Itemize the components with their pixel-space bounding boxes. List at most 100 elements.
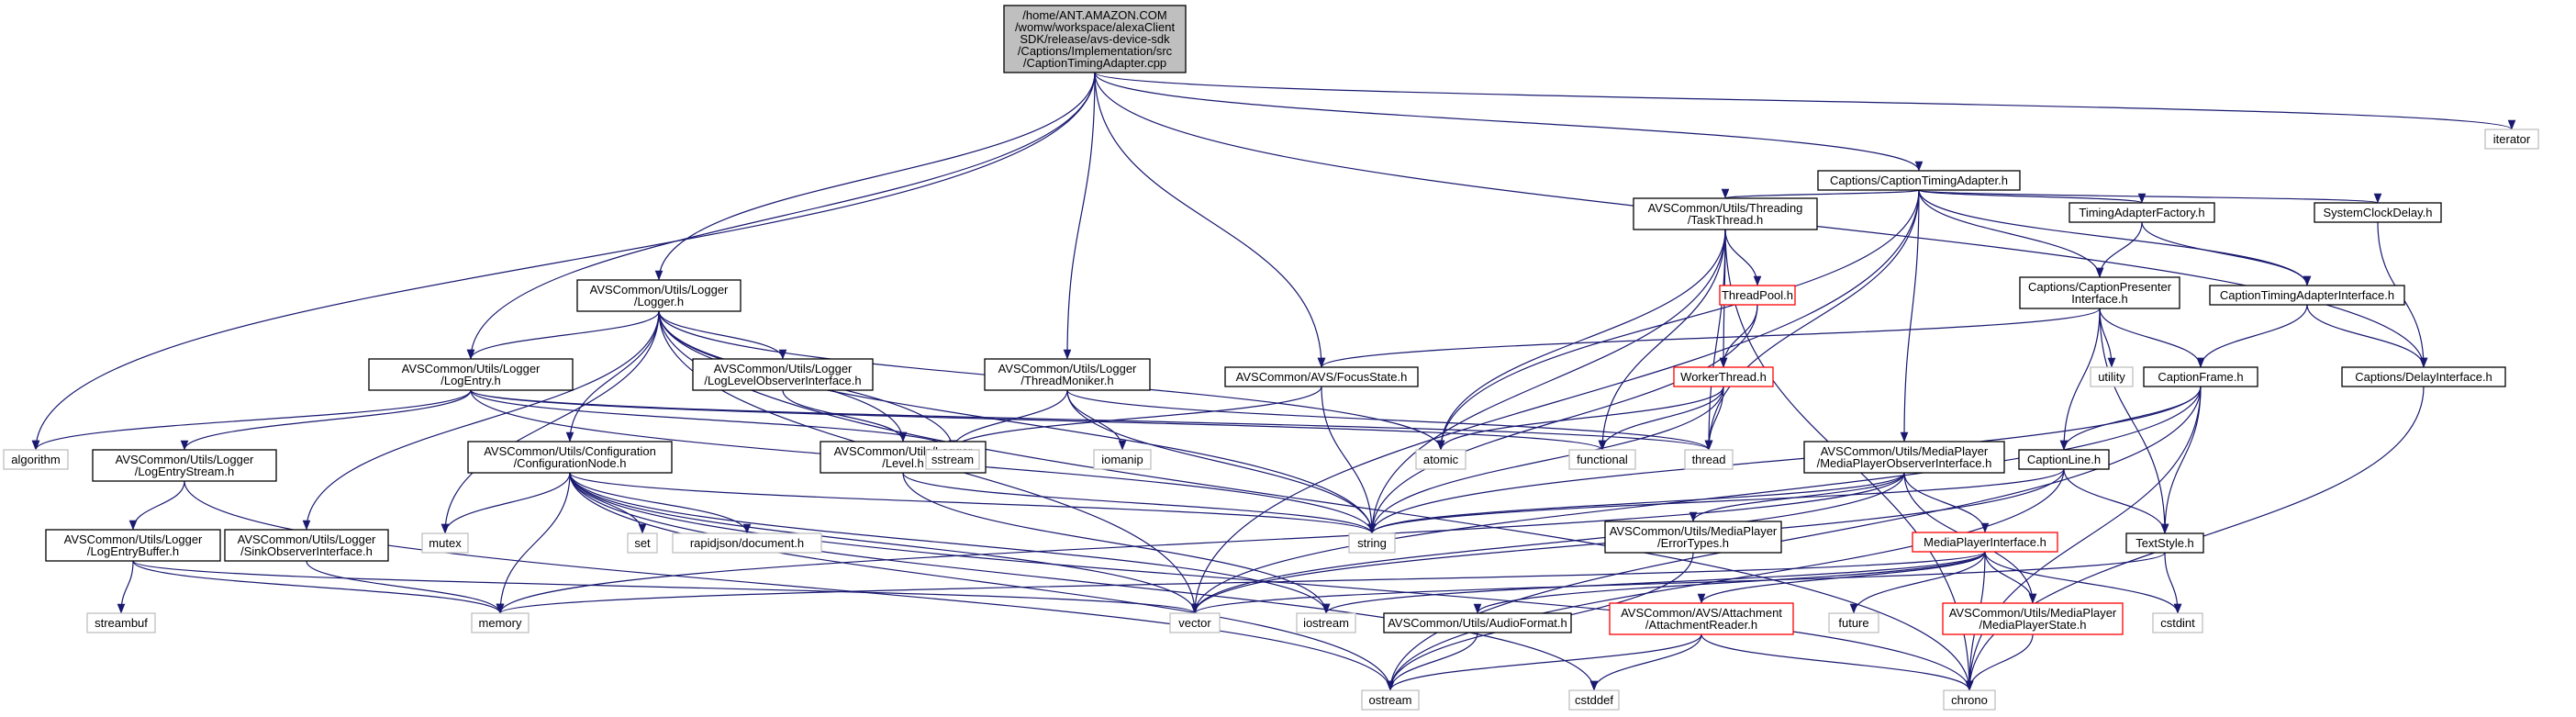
node-box xyxy=(2018,449,2110,470)
node-logentry[interactable]: AVSCommon/Utils/Logger/LogEntry.h xyxy=(368,358,574,391)
node-timingadapterfactory[interactable]: TimingAdapterFactory.h xyxy=(2069,202,2215,223)
node-label: /LogEntryStream.h xyxy=(135,465,234,478)
node-focusstate[interactable]: AVSCommon/AVS/FocusState.h xyxy=(1224,366,1419,387)
edge-workerthread-to-functional xyxy=(1598,386,1724,451)
node-box xyxy=(1633,197,1818,230)
node-label: AVSCommon/Utils/Logger xyxy=(998,362,1137,375)
edge-path xyxy=(132,560,1199,614)
node-label: /home/ANT.AMAZON.COM xyxy=(1022,8,1166,22)
node-memory: memory xyxy=(471,612,530,633)
node-taskthread[interactable]: AVSCommon/Utils/Threading/TaskThread.h xyxy=(1633,197,1818,230)
node-workerthread[interactable]: WorkerThread.h xyxy=(1673,366,1774,387)
node-algorithm: algorithm xyxy=(3,449,69,470)
edge-path xyxy=(184,480,1395,691)
edge-captiontimingadapter-to-thread xyxy=(1704,189,1920,451)
node-box xyxy=(925,449,980,470)
edge-path xyxy=(948,389,1068,451)
edge-threadmoniker-to-thread xyxy=(1066,389,1713,451)
node-label: /LogLevelObserverInterface.h xyxy=(704,374,861,387)
edge-path xyxy=(1436,386,1724,451)
edge-logger-to-logentry xyxy=(466,310,660,360)
node-label: cstdint xyxy=(2160,616,2195,630)
node-iterator: iterator xyxy=(2484,129,2539,150)
node-box xyxy=(1828,612,1879,633)
edge-root-to-captiontimingadapter xyxy=(1094,72,1924,172)
node-set: set xyxy=(627,532,658,554)
edge-path xyxy=(1367,386,1724,534)
node-label: Captions/CaptionTimingAdapter.h xyxy=(1830,174,2008,187)
node-audioformat[interactable]: AVSCommon/Utils/AudioFormat.h xyxy=(1383,612,1572,633)
node-loglevelobserver[interactable]: AVSCommon/Utils/Logger/LogLevelObserverI… xyxy=(692,358,874,391)
node-captiontimingadapter[interactable]: Captions/CaptionTimingAdapter.h xyxy=(1817,170,2021,191)
node-mpobserver[interactable]: AVSCommon/Utils/MediaPlayer/MediaPlayerO… xyxy=(1803,441,2005,474)
node-box xyxy=(2341,366,2506,387)
node-label: Captions/DelayInterface.h xyxy=(2355,370,2492,384)
node-box xyxy=(2209,285,2405,306)
node-systemclockdelay[interactable]: SystemClockDelay.h xyxy=(2314,202,2442,223)
node-label: iomanip xyxy=(1101,453,1143,466)
edge-mpinterface-to-iostream xyxy=(1321,551,1986,614)
node-label: iterator xyxy=(2493,132,2531,146)
node-delayinterface[interactable]: Captions/DelayInterface.h xyxy=(2341,366,2506,387)
node-logentrybuffer[interactable]: AVSCommon/Utils/Logger/LogEntryBuffer.h xyxy=(45,529,221,562)
node-configurationnode[interactable]: AVSCommon/Utils/Configuration/Configurat… xyxy=(467,441,673,474)
edge-path xyxy=(1918,189,2381,204)
edge-workerthread-to-thread xyxy=(1704,386,1724,451)
node-label: AVSCommon/AVS/FocusState.h xyxy=(1236,370,1408,384)
node-textstyle[interactable]: TextStyle.h xyxy=(2125,532,2204,554)
edge-path xyxy=(466,72,1096,360)
node-mpinterface[interactable]: MediaPlayerInterface.h xyxy=(1912,532,2058,553)
node-box xyxy=(1684,449,1734,470)
node-mpstate[interactable]: AVSCommon/Utils/MediaPlayer/MediaPlayerS… xyxy=(1942,602,2124,635)
edge-path xyxy=(902,472,1331,614)
node-box xyxy=(1568,689,1620,711)
node-label: sstream xyxy=(931,453,974,466)
node-captiontimingadapterinterface[interactable]: CaptionTimingAdapterInterface.h xyxy=(2209,285,2405,306)
edge-configurationnode-to-vector xyxy=(569,472,1199,614)
edge-mpinterface-to-mpstate xyxy=(1984,551,2037,604)
edge-path xyxy=(948,386,1322,451)
edge-logentrystream-to-ostream xyxy=(184,480,1395,691)
node-iostream: iostream xyxy=(1296,612,1356,633)
node-label: AVSCommon/AVS/Attachment xyxy=(1621,606,1782,620)
edge-path xyxy=(132,560,505,614)
edge-path xyxy=(1367,386,2202,534)
node-label: streambuf xyxy=(95,616,148,630)
edge-focusstate-to-string xyxy=(1321,386,1377,534)
edge-configurationnode-to-memory xyxy=(496,472,571,614)
node-label: SDK/release/avs-device-sdk xyxy=(1020,32,1170,46)
node-label: SystemClockDelay.h xyxy=(2324,206,2433,219)
edge-captiontimingadapter-to-systemclockdelay xyxy=(1918,189,2381,204)
node-root[interactable]: /home/ANT.AMAZON.COM/womw/workspace/alex… xyxy=(1003,5,1187,73)
node-box xyxy=(1912,532,2058,553)
node-label: AVSCommon/Utils/MediaPlayer xyxy=(1610,524,1778,538)
node-threadpool[interactable]: ThreadPool.h xyxy=(1719,285,1796,306)
node-sstream: sstream xyxy=(925,449,980,470)
node-label: algorithm xyxy=(11,453,60,466)
edge-path xyxy=(1094,72,1326,368)
edge-captionline-to-string xyxy=(1367,468,2065,534)
node-logentrystream[interactable]: AVSCommon/Utils/Logger/LogEntryStream.h xyxy=(92,449,277,482)
node-box xyxy=(2090,366,2134,387)
edge-path xyxy=(1722,188,1920,199)
node-attachmentreader[interactable]: AVSCommon/AVS/Attachment/AttachmentReade… xyxy=(1609,602,1794,635)
node-sinkobserver[interactable]: AVSCommon/Utils/Logger/SinkObserverInter… xyxy=(224,529,389,562)
node-logger[interactable]: AVSCommon/Utils/Logger/Logger.h xyxy=(576,279,742,312)
node-label: /CaptionTimingAdapter.cpp xyxy=(1023,56,1166,70)
node-threadmoniker[interactable]: AVSCommon/Utils/Logger/ThreadMoniker.h xyxy=(984,358,1151,391)
edge-logentrystream-to-logentrybuffer xyxy=(128,480,185,531)
node-captionline[interactable]: CaptionLine.h xyxy=(2018,449,2110,470)
node-captionframe[interactable]: CaptionFrame.h xyxy=(2143,366,2258,387)
node-errortypes[interactable]: AVSCommon/Utils/MediaPlayer/ErrorTypes.h xyxy=(1604,521,1782,554)
edge-mpobserver-to-string xyxy=(1367,472,1905,534)
edge-mpobserver-to-vector xyxy=(1190,472,1905,614)
edge-path xyxy=(902,472,1377,534)
edge-path xyxy=(1191,552,2166,614)
edge-configurationnode-to-string xyxy=(569,472,1377,534)
edge-path xyxy=(1598,386,1724,451)
edge-path xyxy=(1436,229,1726,451)
node-label: iostream xyxy=(1303,616,1349,630)
edge-path xyxy=(2306,304,2428,368)
